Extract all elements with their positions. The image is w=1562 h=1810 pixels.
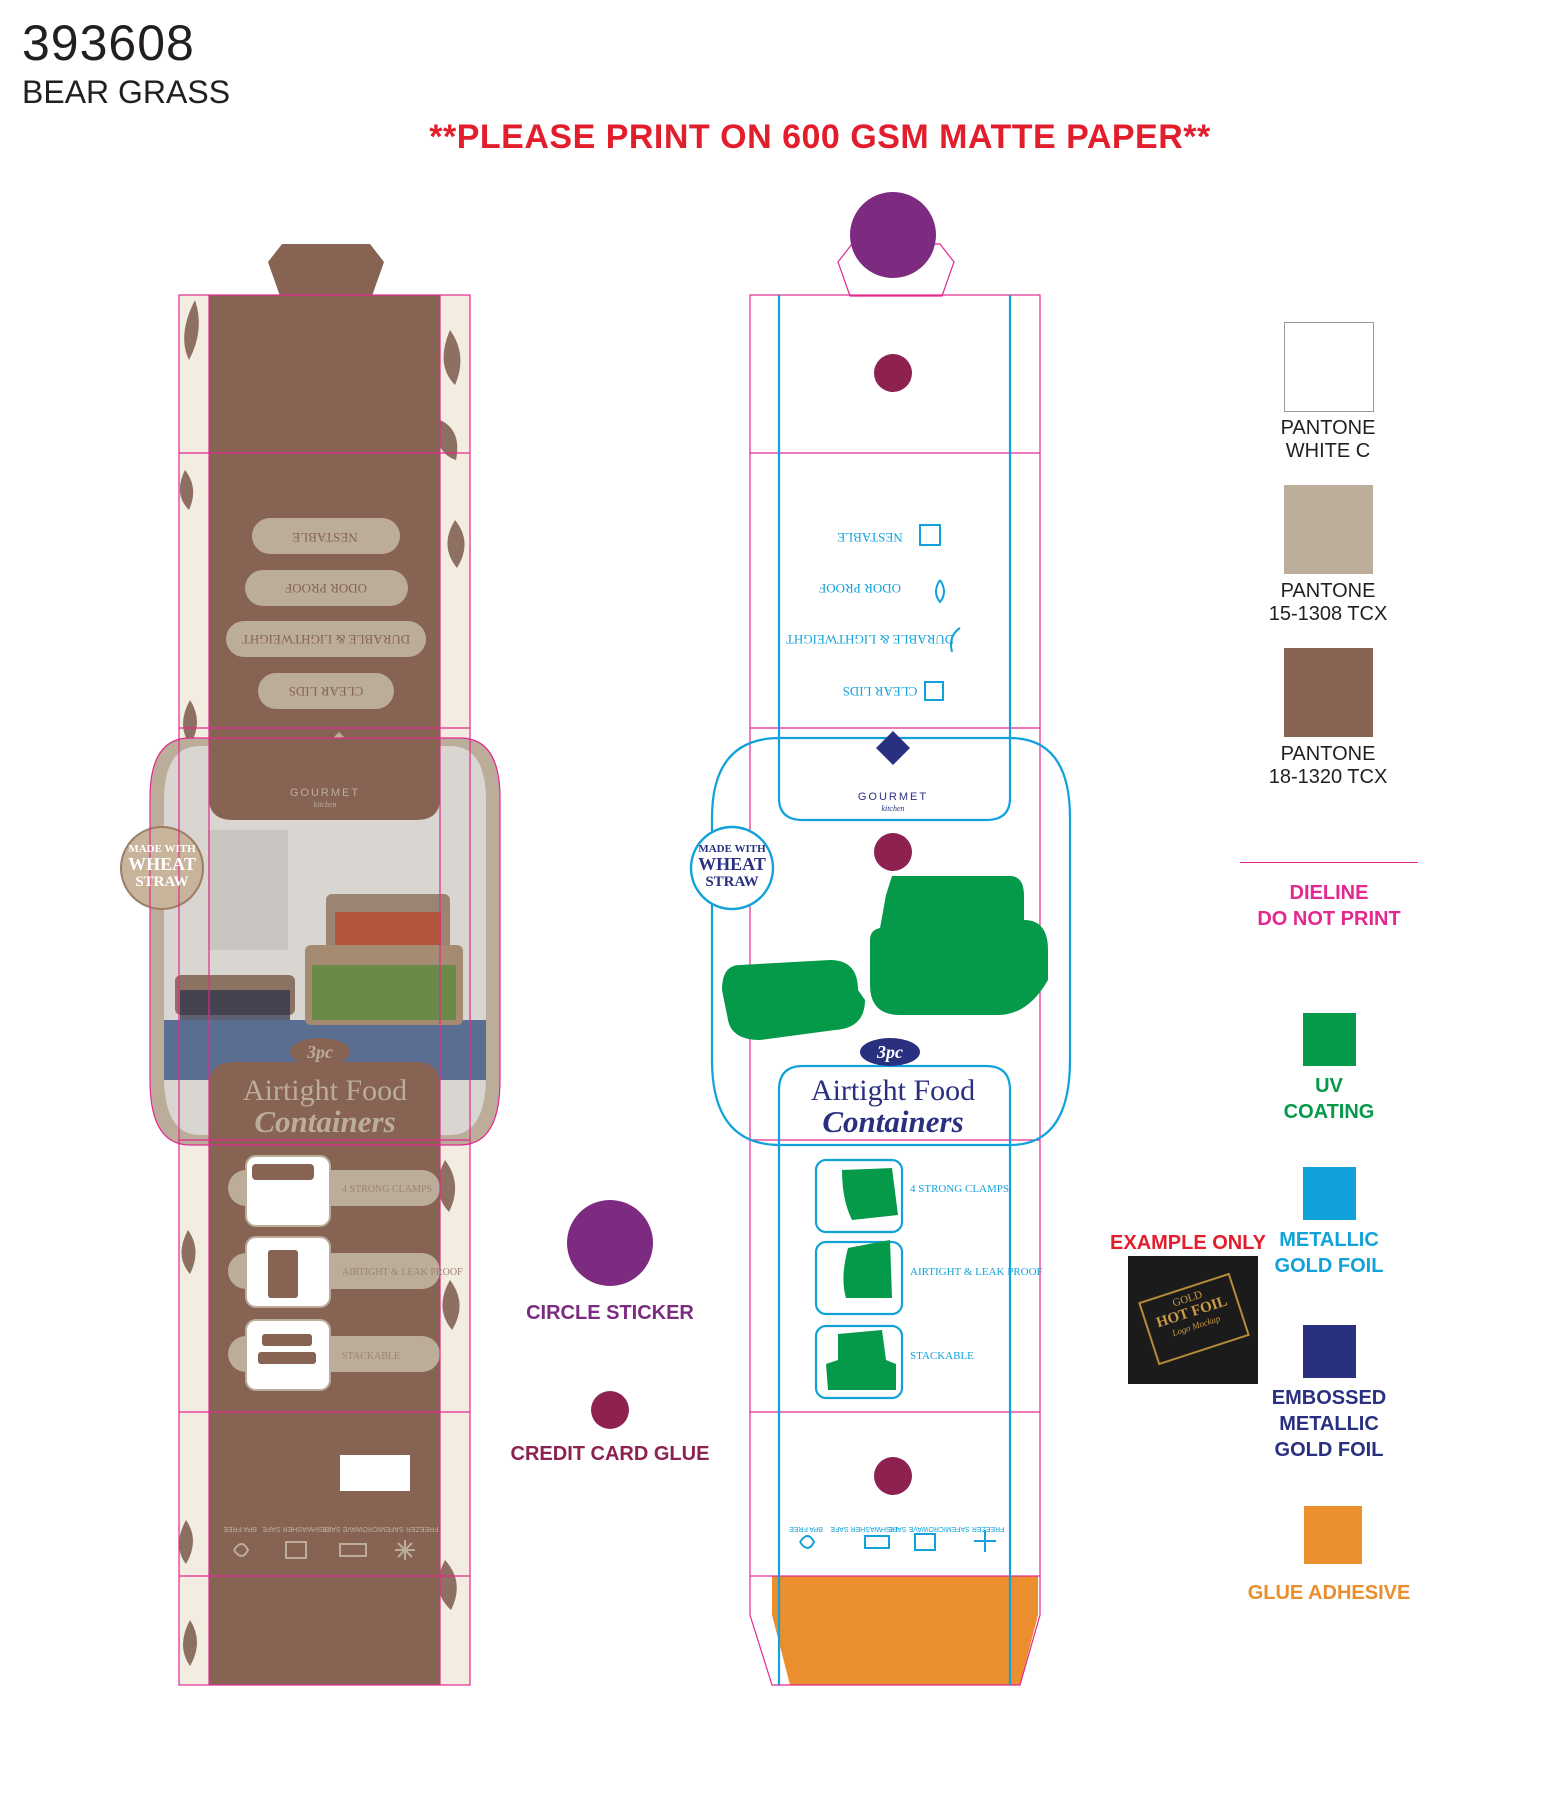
printed-box-design bbox=[120, 244, 501, 1686]
feature-clamps-print: 4 STRONG CLAMPS bbox=[342, 1184, 432, 1195]
feature-clear-foil: CLEAR LIDS bbox=[843, 684, 918, 699]
pc-label-print: 3pc bbox=[306, 1042, 333, 1062]
example-only-label: EXAMPLE ONLY bbox=[1110, 1232, 1266, 1254]
finish-map bbox=[689, 192, 1072, 1686]
title-line1-print: Airtight Food bbox=[243, 1074, 407, 1107]
feature-nestable-foil: NESTABLE bbox=[837, 530, 902, 545]
title-line1-emboss: Airtight Food bbox=[811, 1074, 975, 1107]
brand-name-foil: GOURMET bbox=[858, 791, 928, 803]
uv-coating-area bbox=[722, 876, 1048, 1390]
care-microwave-print: MICROWAVE SAFE bbox=[322, 1525, 386, 1532]
credit-card-glue-swatch bbox=[591, 1391, 629, 1429]
credit-card-glue-label: CREDIT CARD GLUE bbox=[510, 1443, 710, 1465]
circle-sticker-label: CIRCLE STICKER bbox=[526, 1302, 694, 1324]
circle-sticker-position bbox=[850, 192, 936, 278]
job-number: 393608 bbox=[22, 15, 195, 71]
feature-stackable-print: STACKABLE bbox=[342, 1351, 400, 1362]
care-dishwasher-foil: DISHWASHER SAFE bbox=[830, 1525, 898, 1532]
glue-area bbox=[772, 1576, 1038, 1685]
feature-airtight-print: AIRTIGHT & LEAK PROOF bbox=[342, 1267, 463, 1278]
dieline-sample bbox=[1240, 862, 1418, 863]
swatch-pantone-beige bbox=[1284, 485, 1373, 574]
brand-sub-foil: kitchen bbox=[881, 804, 904, 813]
leaf-decorations bbox=[179, 300, 465, 1666]
swatch-pantone-white bbox=[1284, 322, 1374, 412]
legend-glue-label: GLUE ADHESIVE bbox=[1247, 1582, 1411, 1604]
feature-stackable-foil: STACKABLE bbox=[910, 1350, 974, 1362]
feature-nestable-print: NESTABLE bbox=[292, 530, 357, 545]
feature-durable-print: DURABLE & LIGHTWEIGHT bbox=[242, 632, 410, 647]
badge-line2-emboss: WHEAT bbox=[698, 854, 766, 874]
badge-line2-print: WHEAT bbox=[128, 854, 196, 874]
circle-sticker-swatch bbox=[567, 1200, 653, 1286]
care-bpa-print: BPA FREE bbox=[223, 1525, 257, 1532]
pc-label-emboss: 3pc bbox=[876, 1042, 903, 1062]
job-name: BEAR GRASS bbox=[22, 74, 231, 110]
hot-foil-mockup-image: GOLD HOT FOIL Logo Mockup bbox=[1128, 1256, 1258, 1384]
brand-sub-print: kitchen bbox=[313, 800, 336, 809]
care-dishwasher-print: DISHWASHER SAFE bbox=[262, 1525, 330, 1532]
feature-odor-print: ODOR PROOF bbox=[285, 581, 367, 596]
title-line2-emboss: Containers bbox=[822, 1104, 963, 1139]
swatch-metallic-foil bbox=[1303, 1167, 1356, 1220]
title-line2-print: Containers bbox=[254, 1104, 395, 1139]
care-bpa-foil: BPA FREE bbox=[789, 1525, 823, 1532]
care-microwave-foil: MICROWAVE SAFE bbox=[888, 1525, 952, 1532]
badge-line3-emboss: STRAW bbox=[705, 874, 758, 890]
badge-line1-print: MADE WITH bbox=[128, 843, 196, 855]
feature-clear-print: CLEAR LIDS bbox=[289, 684, 364, 699]
swatch-glue-adhesive bbox=[1304, 1506, 1362, 1564]
feature-clamps-foil: 4 STRONG CLAMPS bbox=[910, 1183, 1009, 1195]
feature-airtight-foil: AIRTIGHT & LEAK PROOF bbox=[910, 1266, 1043, 1278]
feature-durable-foil: DURABLE & LIGHTWEIGHT bbox=[786, 632, 954, 647]
swatch-uv-coating bbox=[1303, 1013, 1356, 1066]
brand-name-print: GOURMET bbox=[290, 787, 360, 799]
badge-line3-print: STRAW bbox=[135, 874, 188, 890]
care-freezer-foil: FREEZER SAFE bbox=[951, 1525, 1004, 1532]
swatch-embossed-foil bbox=[1303, 1325, 1356, 1378]
print-instruction: **PLEASE PRINT ON 600 GSM MATTE PAPER** bbox=[429, 118, 1211, 156]
care-freezer-print: FREEZER SAFE bbox=[385, 1525, 438, 1532]
feature-odor-foil: ODOR PROOF bbox=[819, 581, 901, 596]
badge-line1-emboss: MADE WITH bbox=[698, 843, 766, 855]
swatch-pantone-brown bbox=[1284, 648, 1373, 737]
